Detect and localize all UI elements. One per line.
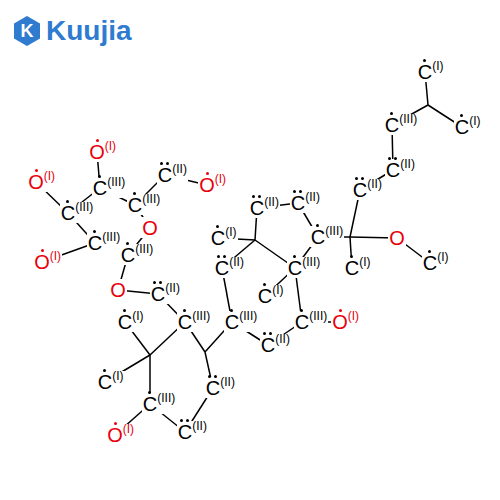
- atom-label: C(I): [454, 116, 482, 137]
- atom-label: C(II): [260, 334, 291, 355]
- atom-label: C(I): [257, 285, 285, 306]
- atom-label: O(I): [331, 311, 360, 332]
- atom-label: O(I): [33, 251, 62, 272]
- atom-label: C(I): [97, 371, 125, 392]
- atom-label: C(III): [127, 194, 161, 215]
- atom-label: C(II): [352, 179, 383, 200]
- radical-dot: [96, 139, 99, 142]
- atom-label: C(II): [177, 421, 208, 442]
- atom-label: C(II): [150, 283, 181, 304]
- radical-dot: [206, 172, 209, 175]
- atom-label: C(II): [205, 377, 236, 398]
- atom-label: C(III): [287, 257, 321, 278]
- atom-label: O: [388, 227, 406, 248]
- atom-label: C(III): [142, 393, 176, 414]
- atom-label: C(III): [177, 311, 211, 332]
- atom-label: C(I): [344, 257, 372, 278]
- atom-label: C(I): [417, 61, 445, 82]
- atom-label: O: [109, 279, 127, 300]
- atom-label: C(I): [422, 252, 450, 273]
- logo-letter: K: [12, 22, 42, 40]
- atom-label: C(II): [385, 159, 416, 180]
- atom-label: O(I): [106, 424, 135, 445]
- atom-label: C(III): [224, 311, 258, 332]
- radical-dot: [41, 249, 44, 252]
- atom-label: C(III): [120, 244, 154, 265]
- atom-label: C(II): [290, 192, 321, 213]
- atom-label: O(I): [27, 171, 56, 192]
- logo-wordmark: Kuujia: [46, 17, 132, 45]
- atom-label: C(III): [60, 202, 94, 223]
- atom-label: C(II): [249, 197, 280, 218]
- atom-label: C(II): [157, 164, 188, 185]
- atom-label: C(III): [384, 114, 418, 135]
- atom-label: C(II): [214, 257, 245, 278]
- radical-dot: [114, 422, 117, 425]
- atom-label: C(III): [310, 226, 344, 247]
- atom-label: O(I): [88, 141, 117, 162]
- atom-label: C(III): [87, 232, 121, 253]
- atom-label: C(III): [294, 311, 328, 332]
- atom-label: O: [141, 217, 159, 238]
- radical-dot: [35, 169, 38, 172]
- atom-label: C(I): [210, 227, 238, 248]
- radical-dot: [339, 309, 342, 312]
- atom-label: C(III): [92, 177, 126, 198]
- atom-label: O(I): [198, 174, 227, 195]
- atom-label: C(I): [117, 311, 145, 332]
